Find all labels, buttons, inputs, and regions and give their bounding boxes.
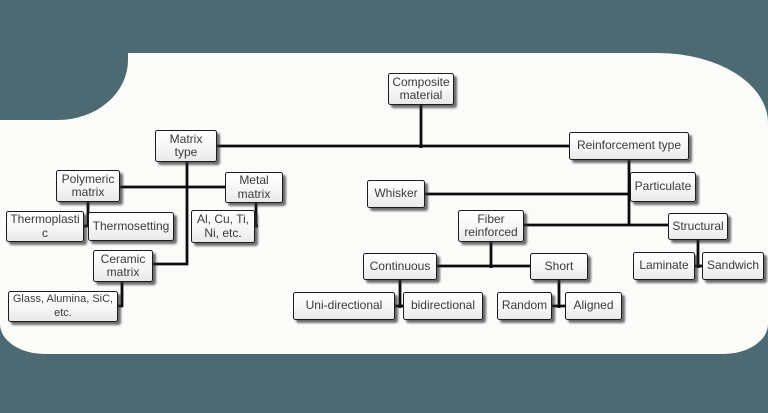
node-reinforcement-type: Reinforcement type — [569, 132, 689, 160]
node-sandwich: Sandwich — [702, 252, 764, 280]
node-polymeric-matrix: Polymeric matrix — [56, 170, 120, 202]
node-al-cu-ti-ni: Al, Cu, Ti, Ni, etc. — [191, 210, 255, 243]
node-fiber-reinforced: Fiber reinforced — [458, 210, 524, 242]
node-structural: Structural — [668, 213, 728, 240]
node-whisker: Whisker — [367, 180, 425, 208]
node-particulate: Particulate — [630, 172, 696, 202]
node-laminate: Laminate — [633, 252, 695, 280]
node-metal-matrix: Metal matrix — [225, 172, 283, 203]
node-continuous: Continuous — [363, 253, 437, 280]
node-matrix-type: Matrix type — [155, 130, 217, 162]
node-aligned: Aligned — [565, 292, 622, 320]
node-bidirectional: bidirectional — [403, 292, 483, 320]
node-uni-directional: Uni-directional — [293, 292, 395, 320]
node-composite-material: Composite material — [388, 73, 454, 105]
node-random: Random — [497, 292, 552, 320]
node-glass-alumina-sic: Glass, Alumina, SiC, etc. — [8, 291, 118, 322]
node-short: Short — [530, 253, 588, 280]
background-corner-shape — [0, 0, 128, 120]
node-thermoplastic: Thermoplastic — [6, 211, 84, 242]
node-thermosetting: Thermosetting — [88, 212, 174, 241]
node-ceramic-matrix: Ceramic matrix — [93, 250, 153, 282]
